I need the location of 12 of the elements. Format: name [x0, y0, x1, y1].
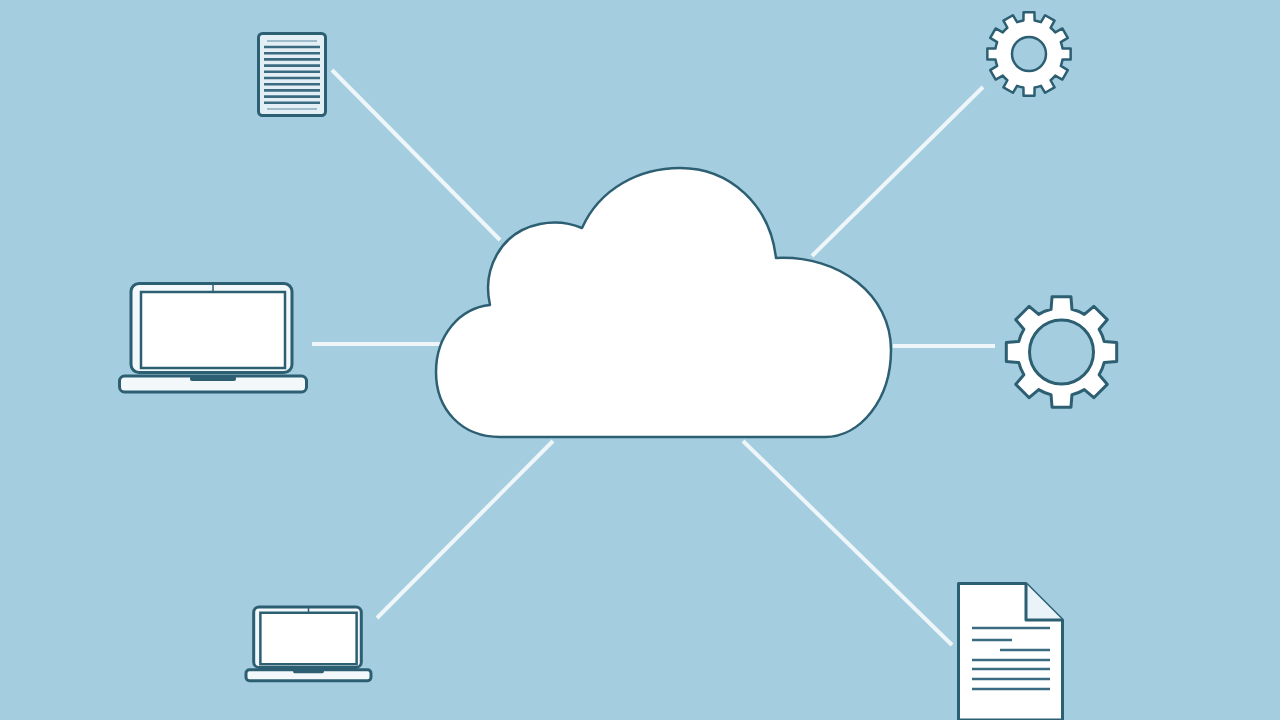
document-icon: [257, 32, 327, 117]
connector-line: [810, 85, 985, 258]
connector-line: [330, 68, 502, 242]
connector-line: [741, 439, 954, 647]
connector-line: [312, 342, 440, 346]
cloud-shape: [434, 166, 893, 440]
laptop-icon: [245, 606, 372, 682]
document-icon: [957, 582, 1064, 720]
gear-icon: [985, 10, 1073, 98]
laptop-icon: [118, 282, 308, 394]
connector-line: [375, 439, 555, 620]
connector-line: [893, 344, 995, 348]
